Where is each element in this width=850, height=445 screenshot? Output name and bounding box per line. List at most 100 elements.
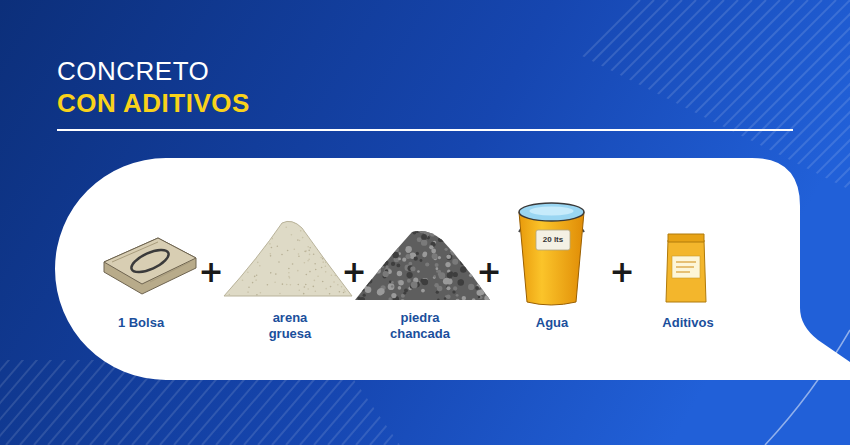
stone: [435, 263, 439, 267]
stone: [437, 299, 440, 302]
grain: [266, 226, 268, 228]
grain: [281, 254, 283, 256]
stone: [407, 226, 412, 231]
stone: [440, 232, 442, 234]
grain: [344, 233, 346, 235]
stripe: [846, 0, 850, 200]
stone: [393, 238, 396, 241]
grain: [250, 238, 252, 240]
stone: [383, 271, 389, 277]
stone: [374, 258, 377, 261]
stone: [475, 232, 480, 237]
stone: [363, 294, 366, 297]
stone: [392, 252, 399, 259]
grain: [270, 220, 272, 222]
stone: [361, 287, 365, 291]
stone: [354, 229, 360, 235]
stone: [474, 229, 478, 233]
grain: [294, 249, 296, 251]
stone: [420, 259, 423, 262]
stone: [469, 274, 472, 277]
stone: [379, 246, 384, 251]
grain: [254, 276, 256, 278]
grain: [347, 287, 349, 289]
grain: [307, 288, 309, 290]
grain: [321, 249, 323, 251]
grain: [226, 266, 228, 268]
grain: [247, 291, 249, 293]
stone: [444, 297, 446, 299]
stone: [416, 252, 419, 255]
grain: [331, 245, 333, 247]
additive-bag: [666, 234, 706, 302]
stone: [417, 237, 422, 242]
stone: [468, 284, 474, 290]
grain: [344, 291, 346, 293]
stone: [423, 252, 428, 257]
stone: [478, 229, 482, 233]
bag-crease: [112, 242, 190, 282]
grain: [238, 243, 240, 245]
stone: [397, 271, 402, 276]
stone: [460, 259, 466, 265]
ingredient-label: piedra chancada: [382, 310, 458, 343]
stone: [447, 228, 451, 232]
stone: [357, 297, 360, 300]
stone: [366, 249, 370, 253]
grain: [325, 265, 327, 267]
grain: [234, 268, 236, 270]
grain: [240, 244, 242, 246]
grain: [271, 247, 273, 249]
grain: [223, 242, 225, 244]
stone: [369, 255, 375, 261]
stone: [411, 282, 418, 289]
grain: [339, 247, 341, 249]
stone: [421, 289, 425, 293]
stone: [460, 266, 467, 273]
grain: [224, 230, 226, 232]
grain: [242, 257, 244, 259]
stripe: [832, 0, 850, 200]
bucket-tag: [536, 230, 570, 250]
stone: [473, 231, 477, 235]
stone: [460, 248, 466, 254]
grain: [288, 272, 290, 274]
ingredient-label: arena gruesa: [258, 310, 322, 343]
stone: [466, 246, 472, 252]
stone: [373, 266, 376, 269]
sand-shape: [224, 221, 352, 296]
stone: [380, 251, 383, 254]
stone: [452, 237, 458, 243]
stone: [367, 236, 373, 242]
grain: [317, 246, 319, 248]
stone: [453, 272, 458, 277]
grain: [333, 281, 335, 283]
stone: [456, 242, 459, 245]
grain: [292, 263, 294, 265]
stone: [432, 253, 438, 259]
subtitle: CON ADITIVOS: [57, 89, 250, 118]
grain: [309, 271, 311, 273]
grain: [252, 224, 254, 226]
stone: [472, 252, 475, 255]
stone: [472, 251, 476, 255]
grain: [332, 225, 334, 227]
grain: [271, 238, 273, 240]
grain: [229, 228, 231, 230]
grain: [270, 272, 272, 274]
stone: [375, 268, 381, 274]
ingredient-label: 1 Bolsa: [118, 315, 164, 331]
stone: [408, 262, 412, 266]
stone: [446, 254, 451, 259]
grain: [314, 263, 316, 265]
grain: [278, 261, 280, 263]
stone: [462, 296, 466, 300]
stripe: [0, 340, 82, 445]
stone: [367, 247, 374, 254]
grain: [317, 240, 319, 242]
grain: [238, 245, 240, 247]
stone: [414, 257, 418, 261]
grain: [320, 245, 322, 247]
stone: [442, 231, 445, 234]
stone: [362, 230, 366, 234]
